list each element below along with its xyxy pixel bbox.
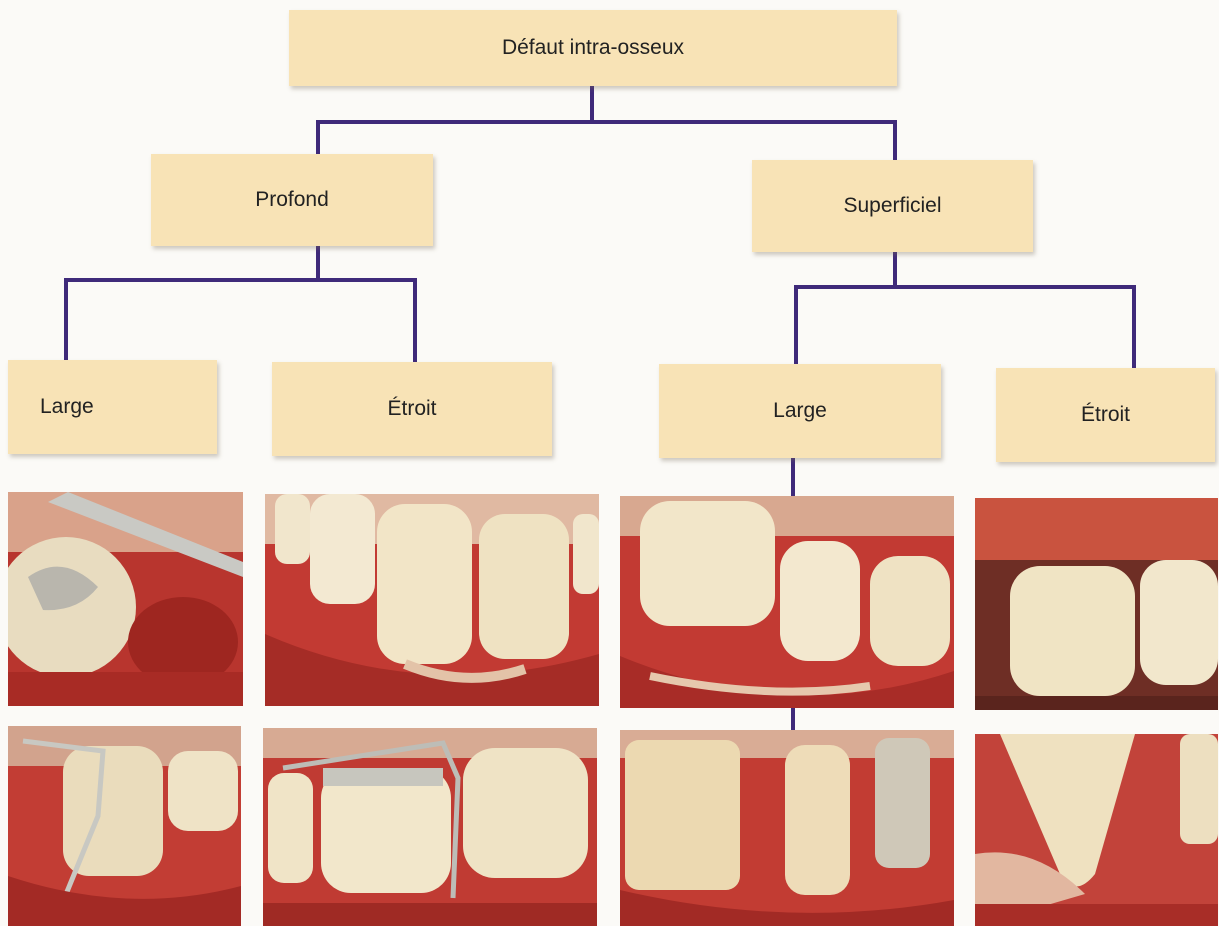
branch-node-profond: Profond [151,154,433,246]
photo-deep-wide-probe [8,726,241,926]
photo-deep-narrow-probe [263,728,597,926]
connector-profond-to-children [66,248,415,362]
root-node: Défaut intra-osseux [289,10,897,86]
branch-node-superficiel: Superficiel [752,160,1033,252]
photo-shallow-narrow-after [975,734,1218,926]
leaf-node-superficiel-large: Large [659,364,941,458]
photo-shallow-wide-after [620,730,954,926]
photo-shallow-narrow-before [975,498,1218,710]
photo-shallow-wide-before [620,496,954,708]
leaf-node-superficiel-etroit: Étroit [996,368,1215,462]
connector-root-to-branches [318,88,895,162]
photo-deep-wide-before [8,492,243,706]
leaf-node-profond-etroit: Étroit [272,362,552,456]
photo-deep-narrow-before [265,494,599,706]
leaf-node-profond-large: Large [8,360,217,454]
connector-superficiel-to-children [796,252,1134,370]
